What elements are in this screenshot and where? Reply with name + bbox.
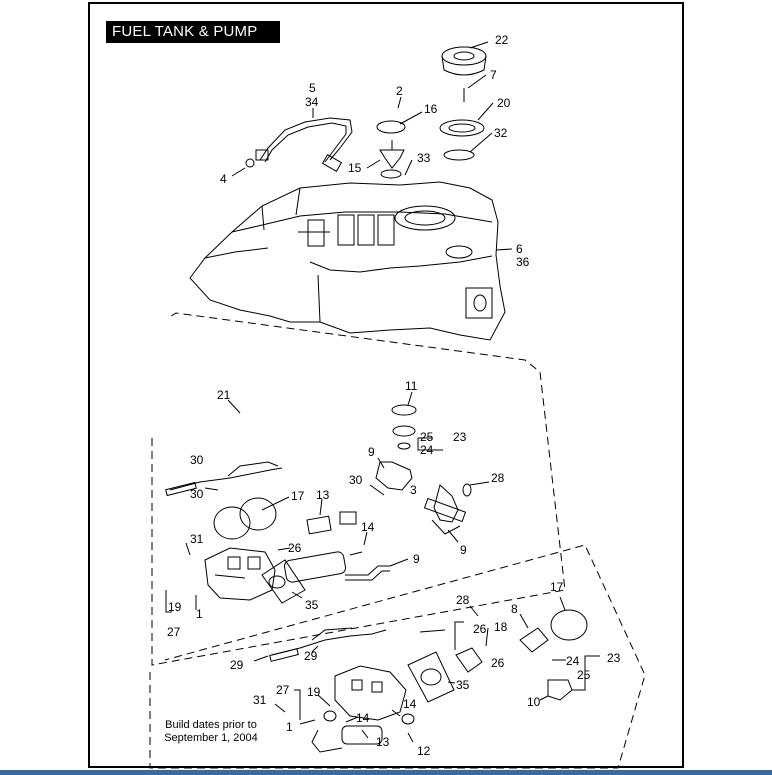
callout-29b: 29 [304, 649, 318, 663]
diagram-title: FUEL TANK & PUMP [106, 21, 280, 43]
kit-outline-upper [151, 312, 566, 666]
callout-1a: 1 [196, 607, 203, 621]
callout-18: 18 [494, 620, 508, 634]
o-ring-17a [213, 506, 251, 540]
callout-32: 32 [494, 126, 508, 140]
callout-2: 2 [396, 84, 403, 98]
callout-27a: 27 [167, 625, 181, 639]
callout-31b: 31 [253, 693, 267, 707]
callout-31a: 31 [190, 532, 204, 546]
callout-24a: 24 [420, 443, 434, 457]
callout-26c: 26 [491, 656, 505, 670]
callout-5: 5 [309, 81, 316, 95]
callout-3: 3 [410, 483, 417, 497]
callout-21: 21 [217, 388, 231, 402]
callout-27b: 27 [276, 683, 290, 697]
fuel-pump-cylinder [283, 551, 347, 583]
note-line-2: September 1, 2004 [164, 732, 258, 744]
pump-housing [204, 547, 276, 601]
build-date-note: Build dates prior to September 1, 2004 [152, 719, 270, 745]
callout-26a: 26 [288, 541, 302, 555]
callout-19b: 19 [307, 685, 321, 699]
callout-17b: 17 [550, 580, 564, 594]
kit-outline-lower [149, 544, 646, 769]
bottom-scroll-bar [0, 770, 772, 775]
callout-8: 8 [511, 602, 518, 616]
callout-13a: 13 [316, 488, 330, 502]
callout-14c: 14 [403, 697, 417, 711]
callout-35b: 35 [456, 678, 470, 692]
callout-26b: 26 [473, 622, 487, 636]
callout-35a: 35 [305, 598, 319, 612]
callout-12: 12 [417, 744, 431, 758]
callout-9b: 9 [460, 543, 467, 557]
callout-28a: 28 [491, 471, 505, 485]
callout-13b: 13 [376, 735, 390, 749]
callout-30c: 30 [190, 487, 204, 501]
fuel-tank-shape [189, 181, 506, 341]
o-ring-17b [239, 497, 277, 531]
callout-29a: 29 [230, 658, 244, 672]
callout-9a: 9 [368, 445, 375, 459]
callout-17a: 17 [291, 489, 305, 503]
callout-36: 36 [516, 255, 530, 269]
callout-7: 7 [490, 68, 497, 82]
callout-19a: 19 [168, 600, 182, 614]
callout-33: 33 [417, 151, 431, 165]
fuel-pump-lower [341, 725, 383, 745]
callout-30a: 30 [190, 453, 204, 467]
crossover-hose [259, 117, 353, 161]
fuel-cap [441, 46, 487, 66]
callout-23b: 23 [607, 651, 621, 665]
wire-harness-29 [271, 629, 387, 656]
callout-28b: 28 [456, 593, 470, 607]
callout-10: 10 [527, 695, 541, 709]
callout-34: 34 [305, 95, 319, 109]
diagram-frame [88, 2, 684, 768]
callout-4: 4 [220, 172, 227, 186]
fuel-hose-9 [431, 519, 461, 535]
callout-6: 6 [516, 242, 523, 256]
callout-1b: 1 [286, 720, 293, 734]
callout-24b: 24 [566, 654, 580, 668]
callout-15: 15 [348, 161, 362, 175]
callout-14b: 14 [356, 711, 370, 725]
callout-30b: 30 [349, 473, 363, 487]
callout-11: 11 [405, 379, 418, 393]
cap-ring [439, 119, 485, 137]
callout-9c: 9 [413, 552, 420, 566]
callout-22: 22 [495, 33, 509, 47]
o-ring-32 [443, 149, 475, 161]
callout-23a: 23 [453, 430, 467, 444]
pressure-regulator [375, 461, 413, 491]
fuel-screen-35 [261, 559, 306, 604]
note-line-1: Build dates prior to [165, 719, 257, 731]
callout-25b: 25 [577, 668, 591, 682]
o-ring-17c [550, 609, 588, 641]
callout-16: 16 [424, 102, 438, 116]
pump-housing-lower [334, 665, 407, 721]
callout-20: 20 [497, 96, 511, 110]
callout-25a: 25 [420, 430, 434, 444]
callout-14a: 14 [361, 520, 375, 534]
